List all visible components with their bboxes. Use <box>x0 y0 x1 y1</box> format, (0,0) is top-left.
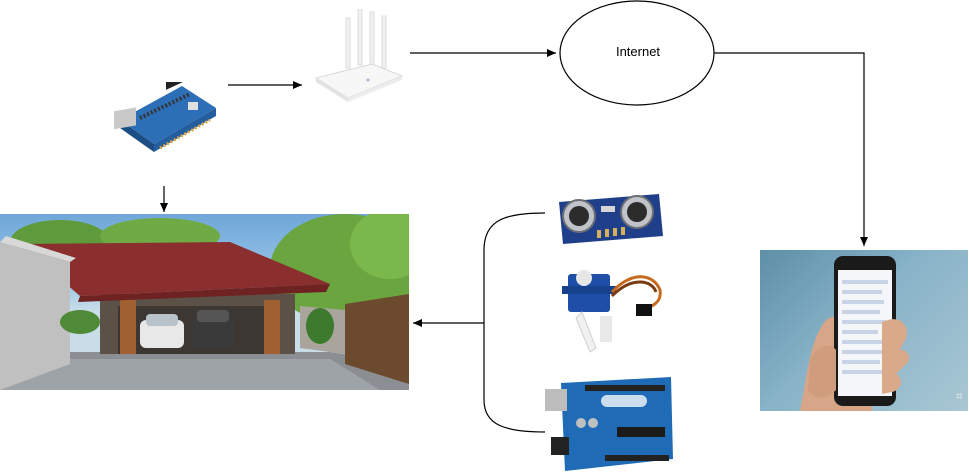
servo-image <box>562 270 662 353</box>
phone-in-hand-image: ⌗ <box>760 250 968 411</box>
svg-text:⌗: ⌗ <box>956 389 963 403</box>
internet-label: Internet <box>615 44 661 59</box>
arrow-internet-to-phone <box>714 52 868 246</box>
router-image <box>314 9 404 102</box>
components-bracket <box>483 212 546 433</box>
arduino-uno-image <box>545 377 673 471</box>
ethernet-shield-image <box>114 82 216 152</box>
garage-photo <box>0 214 409 390</box>
hc-sr04-image <box>559 194 663 244</box>
